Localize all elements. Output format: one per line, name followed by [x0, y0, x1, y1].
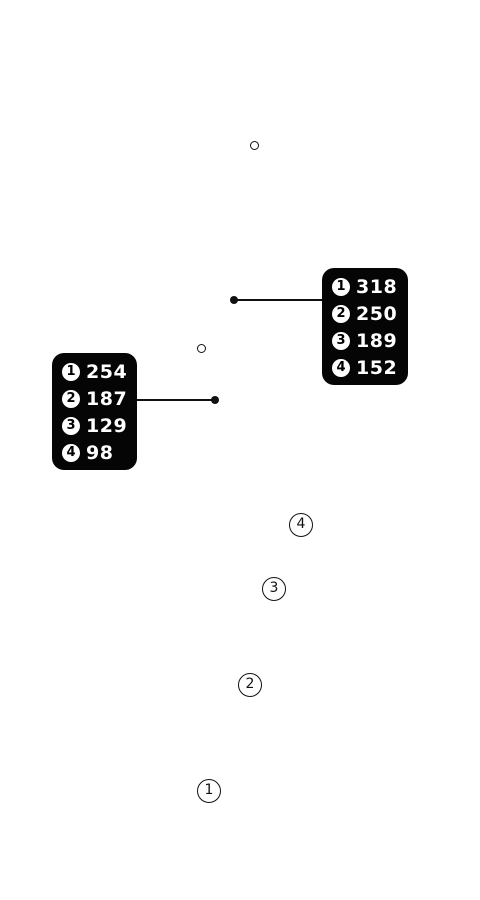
callout-b-value-3: 129: [86, 414, 128, 437]
map-marker-3[interactable]: 3: [262, 577, 286, 601]
map-marker-2[interactable]: 2: [238, 673, 262, 697]
callout-a-row-3: 3 189: [332, 327, 399, 354]
callout-a-badge-1: 1: [332, 277, 350, 296]
callout-a-value-3: 189: [356, 329, 398, 352]
callout-a-badge-2: 2: [332, 304, 350, 323]
callout-b-value-4: 98: [86, 441, 114, 464]
callout-b-anchor-dot[interactable]: [211, 396, 219, 404]
callout-b-badge-1: 1: [62, 362, 80, 381]
callout-a-leader-line: [234, 299, 326, 301]
callout-a-badge-4: 4: [332, 358, 350, 377]
callout-b-value-1: 254: [86, 360, 128, 383]
callout-b-row-1: 1 254: [62, 358, 128, 385]
map-marker-4[interactable]: 4: [289, 513, 313, 537]
callout-a-row-2: 2 250: [332, 300, 399, 327]
callout-a-value-1: 318: [356, 275, 398, 298]
callout-b-badge-3: 3: [62, 416, 80, 435]
callout-a[interactable]: 1 318 2 250 3 189 4 152: [322, 268, 408, 385]
callout-b-leader-line: [135, 399, 215, 401]
callout-b-badge-4: 4: [62, 443, 80, 462]
callout-b-value-2: 187: [86, 387, 128, 410]
callout-a-value-4: 152: [356, 356, 398, 379]
callout-b-badge-2: 2: [62, 389, 80, 408]
callout-a-row-1: 1 318: [332, 273, 399, 300]
callout-b-row-2: 2 187: [62, 385, 128, 412]
callout-b-row-3: 3 129: [62, 412, 128, 439]
map-marker-1[interactable]: 1: [197, 779, 221, 803]
callout-a-value-2: 250: [356, 302, 398, 325]
poi-dot-middle[interactable]: [197, 344, 206, 353]
callout-a-badge-3: 3: [332, 331, 350, 350]
poi-dot-top[interactable]: [250, 141, 259, 150]
callout-b[interactable]: 1 254 2 187 3 129 4 98: [52, 353, 137, 470]
callout-a-row-4: 4 152: [332, 354, 399, 381]
callout-b-row-4: 4 98: [62, 439, 128, 466]
